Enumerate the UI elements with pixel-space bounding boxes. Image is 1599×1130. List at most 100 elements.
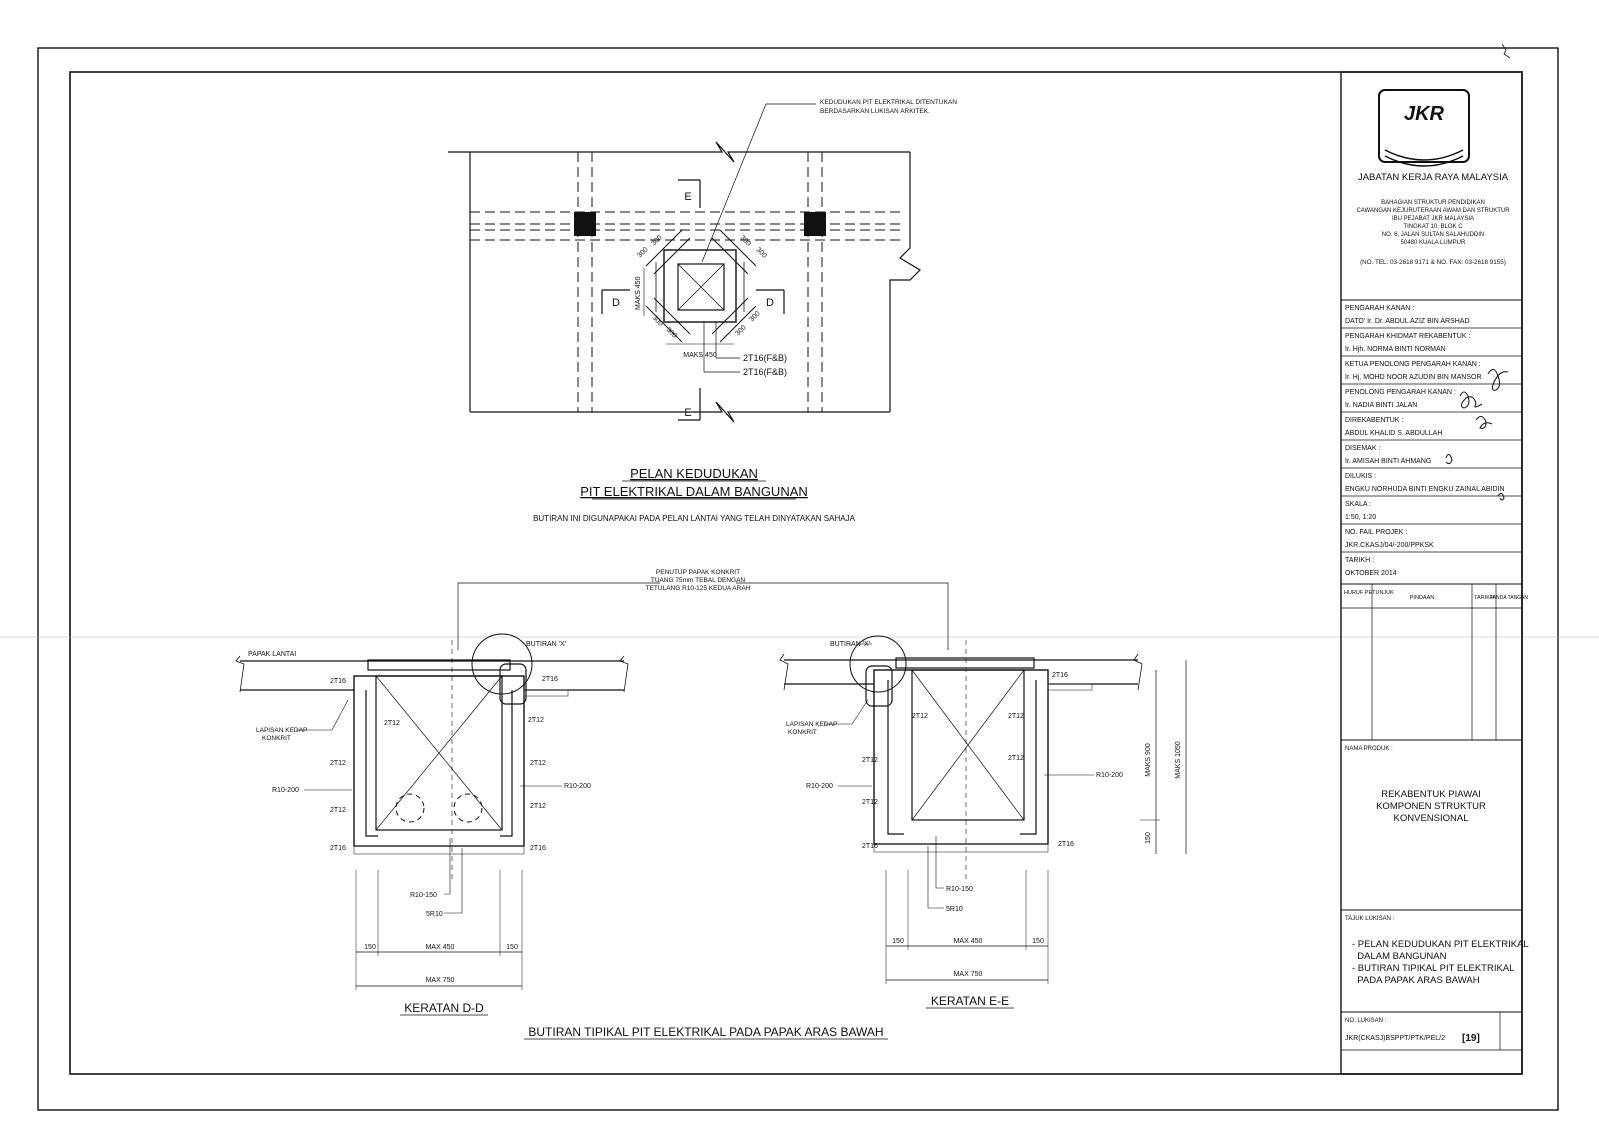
logo-text: JKR [1404,103,1445,125]
svg-text:NAMA PRODUK :: NAMA PRODUK : [1345,746,1393,752]
dd-papak-lantai: PAPAK LANTAI [248,651,296,658]
svg-text:300: 300 [636,246,649,259]
svg-text:2T16: 2T16 [1058,841,1074,848]
svg-text:2T12: 2T12 [530,760,546,767]
plan-subnote: BUTIRAN INI DIGUNAPAKAI PADA PELAN LANTA… [533,514,856,523]
svg-text:2T12: 2T12 [1008,755,1024,762]
svg-text:R10-200: R10-200 [1096,772,1123,779]
svg-text:50480 KUALA LUMPUR: 50480 KUALA LUMPUR [1401,240,1466,246]
svg-text:R10-150: R10-150 [410,892,437,899]
svg-text:TARIKH :: TARIKH : [1345,557,1374,564]
section-mark-e-bottom: E [678,388,701,421]
address-block: BAHAGIAN STRUKTUR PENDIDIKAN CAWANGAN KE… [1356,200,1510,266]
column-right [804,212,826,236]
svg-text:DIREKABENTUK :: DIREKABENTUK : [1345,417,1403,424]
section-ee: BUTIRAN 'X' LAPISAN KEDAP KONKRIT 2T16 2… [779,635,1187,1009]
svg-text:- BUTIRAN TIPIKAL PIT ELEKTRIK: - BUTIRAN TIPIKAL PIT ELEKTRIKAL [1352,963,1514,974]
corner-mark [1501,43,1511,59]
svg-text:TANDA TANGAN: TANDA TANGAN [1490,595,1528,601]
row-pengarah-khidmat: PENGARAH KHIDMAT REKABENTUK :Ir. Hjh. NO… [1341,333,1522,357]
svg-text:E: E [684,407,691,419]
svg-text:TINGKAT 10, BLOK C: TINGKAT 10, BLOK C [1403,224,1463,230]
svg-text:2T12: 2T12 [862,799,878,806]
svg-text:NO. 6, JALAN SULTAN SALAHUDDIN: NO. 6, JALAN SULTAN SALAHUDDIN [1382,232,1484,238]
svg-text:CAWANGAN KEJURUTERAAN AWAM DAN: CAWANGAN KEJURUTERAAN AWAM DAN STRUKTUR [1356,208,1510,214]
svg-text:2T12: 2T12 [912,713,928,720]
plan-title-1: PELAN KEDUDUKAN [630,466,758,481]
svg-text:KONKRIT: KONKRIT [788,729,817,736]
svg-text:LAPISAN KEDAP: LAPISAN KEDAP [256,727,307,734]
svg-text:2T16: 2T16 [542,676,558,683]
svg-text:REKABENTUK PIAWAI: REKABENTUK PIAWAI [1381,789,1481,800]
svg-text:KONVENSIONAL: KONVENSIONAL [1394,813,1469,824]
svg-text:2T16: 2T16 [530,845,546,852]
svg-text:- PELAN KEDUDUKAN PIT ELEKTRIK: - PELAN KEDUDUKAN PIT ELEKTRIKAL [1352,939,1529,950]
svg-text:Ir. AMISAH BINTI AHMANG: Ir. AMISAH BINTI AHMANG [1345,458,1431,465]
plan-note-2: BERDASARKAN LUKISAN ARKITEK. [820,108,930,115]
svg-text:2T12: 2T12 [528,717,544,724]
svg-text:2T16: 2T16 [862,843,878,850]
row-disemak: DISEMAK : Ir. AMISAH BINTI AHMANG [1341,445,1522,469]
svg-text:IBU PEJABAT JKR MALAYSIA: IBU PEJABAT JKR MALAYSIA [1392,216,1474,222]
svg-text:1:50, 1:20: 1:50, 1:20 [1345,514,1376,521]
svg-text:MAKS 1050: MAKS 1050 [1175,741,1182,778]
svg-text:MAX 450: MAX 450 [426,944,455,951]
svg-text:KOMPONEN STRUKTUR: KOMPONEN STRUKTUR [1376,801,1486,812]
svg-text:PINDAAN: PINDAAN [1410,595,1434,601]
svg-text:PADA PAPAK ARAS BAWAH: PADA PAPAK ARAS BAWAH [1352,975,1480,986]
bottom-title: BUTIRAN TIPIKAL PIT ELEKTRIKAL PADA PAPA… [528,1025,883,1039]
outer-border [37,47,1559,1111]
row-dilukis: DILUKIS :ENGKU NORHUDA BINTI ENGKU ZAINA… [1341,473,1522,497]
revision-table: HURUF PETUNJUK PINDAAN TARIKH TANDA TANG… [1341,584,1528,741]
row-no-fail: NO. FAIL PROJEK : JKR.CKASJ/04/-200/PPKSK [1341,529,1522,553]
svg-text:150: 150 [364,944,376,951]
svg-text:LAPISAN KEDAP: LAPISAN KEDAP [786,721,837,728]
svg-text:D: D [612,297,620,309]
plan-maks-horizontal: MAKS 450 [683,352,717,359]
svg-text:R10-150: R10-150 [946,886,973,893]
section-dd: PAPAK LANTAI BUTIRAN 'X' LAPISAN KEDAP K… [235,633,629,1016]
svg-text:2T12: 2T12 [862,757,878,764]
svg-text:MAX 450: MAX 450 [954,938,983,945]
svg-text:150: 150 [1145,832,1152,844]
svg-text:JKR.CKASJ/04/-200/PPKSK: JKR.CKASJ/04/-200/PPKSK [1345,542,1434,549]
section-ee-title: KERATAN E-E [931,994,1009,1008]
svg-text:OKTOBER 2014: OKTOBER 2014 [1345,570,1397,577]
svg-text:300: 300 [650,234,663,247]
svg-text:2T12: 2T12 [1008,713,1024,720]
svg-text:2T12: 2T12 [384,720,400,727]
svg-text:2T16: 2T16 [330,845,346,852]
plan-note-1: KEDUDUKAN PIT ELEKTRIKAL DITENTUKAN [820,99,957,106]
svg-text:2T16: 2T16 [330,678,346,685]
drawing-number-block: NO. LUKISAN : JKR(CKASJ)BSPPT/PTK/PEL/2 … [1341,1012,1522,1051]
svg-text:TETULANG R10-125 KEDUA ARAH: TETULANG R10-125 KEDUA ARAH [646,585,751,592]
svg-text:D: D [766,297,774,309]
svg-text:DATO' Ir. Dr. ABDUL AZIZ BIN A: DATO' Ir. Dr. ABDUL AZIZ BIN ARSHAD [1345,318,1470,325]
svg-text:DALAM BANGUNAN: DALAM BANGUNAN [1352,951,1447,962]
section-dd-title: KERATAN D-D [404,1001,484,1015]
pit-plan [645,229,757,343]
cover-note: PENUTUP PAPAK KONKRIT TUANG 75mm TEBAL D… [457,569,949,650]
title-block: JKR JABATAN KERJA RAYA MALAYSIA BAHAGIAN… [1340,71,1529,1075]
svg-text:PENGARAH KANAN :: PENGARAH KANAN : [1345,305,1414,312]
svg-text:ENGKU NORHUDA BINTI ENGKU ZAIN: ENGKU NORHUDA BINTI ENGKU ZAINAL ABIDIN [1345,486,1505,493]
svg-text:MAX 750: MAX 750 [426,977,455,984]
svg-text:5R10: 5R10 [946,906,963,913]
row-tarikh: TARIKH : OKTOBER 2014 [1341,557,1522,585]
svg-text:2T12: 2T12 [330,760,346,767]
svg-text:5R10: 5R10 [426,911,443,918]
svg-text:300: 300 [755,246,768,259]
svg-text:150: 150 [1032,938,1044,945]
svg-text:R10-200: R10-200 [806,783,833,790]
svg-text:MAKS 900: MAKS 900 [1145,743,1152,777]
svg-text:TAJUK LUKISAN :: TAJUK LUKISAN : [1345,916,1395,922]
svg-text:DISEMAK :: DISEMAK : [1345,445,1380,452]
svg-text:NO. FAIL PROJEK :: NO. FAIL PROJEK : [1345,529,1407,536]
svg-text:NO. LUKISAN :: NO. LUKISAN : [1345,1018,1387,1024]
svg-text:2T12: 2T12 [530,803,546,810]
inner-border [69,71,1523,1075]
svg-text:2T16: 2T16 [1052,672,1068,679]
svg-text:KETUA PENOLONG PENGARAH KANAN: KETUA PENOLONG PENGARAH KANAN : [1345,361,1481,368]
plan-rebar-1: 2T16(F&B) [743,353,787,363]
svg-text:KONKRIT: KONKRIT [262,735,291,742]
